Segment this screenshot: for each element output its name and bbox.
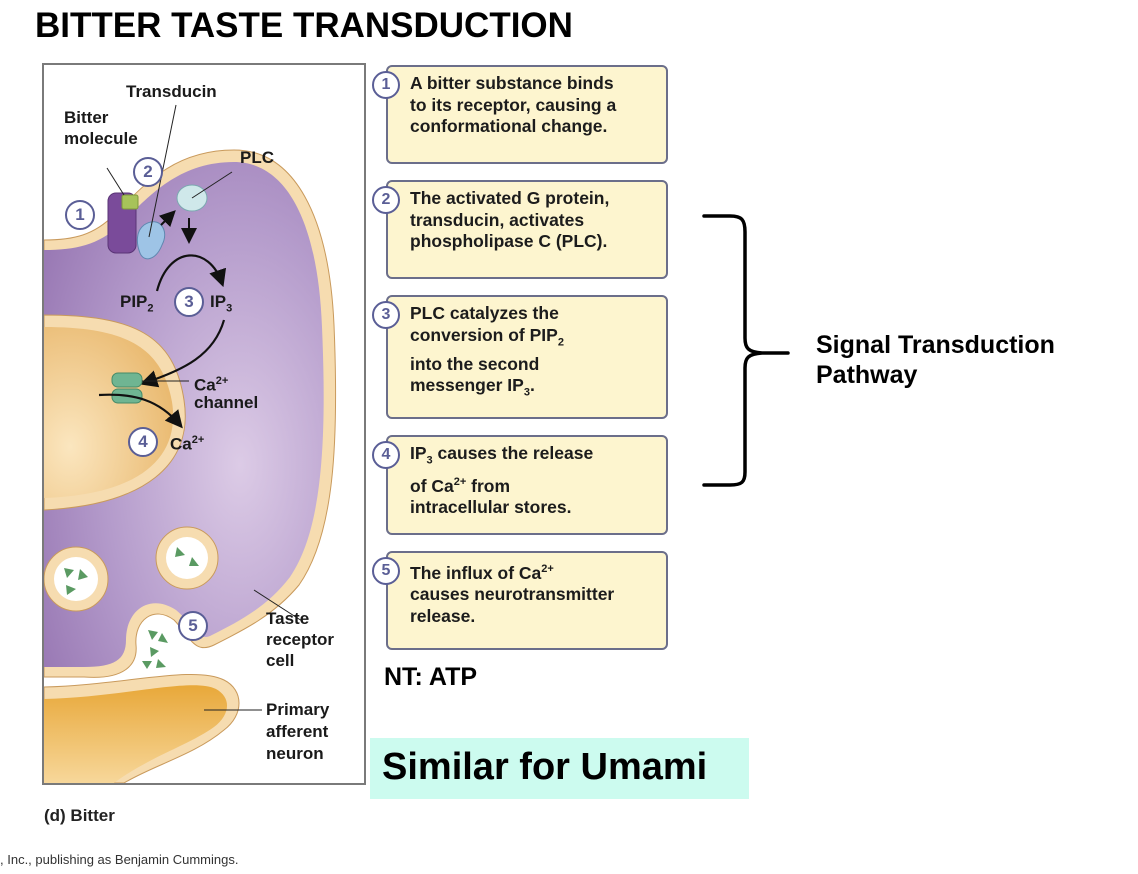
label-taste-receptor-line1: Taste	[266, 609, 310, 628]
step-3-line-4: messenger IP3.	[410, 375, 660, 404]
signal-pathway-brace	[702, 214, 790, 487]
step-text-5: The influx of Ca2+ causes neurotransmitt…	[410, 559, 660, 627]
ca-ion-text: Ca	[170, 434, 192, 454]
label-taste-receptor-line3: cell	[266, 651, 295, 670]
step-text-1: A bitter substance binds to its receptor…	[410, 73, 660, 138]
signal-transduction-line-2: Pathway	[816, 361, 918, 389]
step-1-line-1: A bitter substance binds	[410, 73, 614, 93]
step-number-4: 4	[372, 441, 400, 469]
neurotransmitter-label: NT: ATP	[384, 663, 478, 691]
diagram-step-marker-5: 5	[178, 611, 208, 641]
step-4-ip3-subscript: 3	[426, 454, 433, 467]
step-3-line-3: into the second	[410, 353, 540, 374]
pip2-subscript: 2	[147, 302, 154, 315]
signal-transduction-label: Signal Transduction Pathway	[816, 330, 1055, 390]
step-4-ca-superscript: 2+	[453, 476, 467, 488]
step-4-line-3: intracellular stores.	[410, 497, 572, 518]
step-number-5: 5	[372, 557, 400, 585]
step-4-line-2: of Ca2+ from	[410, 472, 660, 497]
step-box-2: 2 The activated G protein, transducin, a…	[372, 180, 668, 279]
vesicle-right	[155, 526, 219, 590]
step-3-line-4-text: messenger IP	[410, 375, 524, 395]
label-ip3: IP3	[210, 291, 232, 319]
step-2-line-3: phospholipase C (PLC).	[410, 231, 608, 251]
label-afferent-line1: Primary	[266, 700, 330, 719]
ip3-subscript: 3	[226, 302, 233, 315]
label-ca-ion: Ca2+	[170, 430, 204, 455]
step-number-3: 3	[372, 301, 400, 329]
step-4-ip-text: IP	[410, 443, 427, 463]
step-text-3: PLC catalyzes the conversion of PIP2 int…	[410, 303, 660, 404]
step-text-2: The activated G protein, transducin, act…	[410, 188, 660, 253]
step-1-line-3: conformational change.	[410, 116, 608, 136]
ca-ion-superscript: 2+	[191, 434, 205, 446]
bitter-transduction-diagram: Transducin Bitter molecule PLC PIP2 IP3 …	[42, 63, 366, 785]
step-3-line-2-text: conversion of PIP	[410, 324, 558, 345]
step-4-line-1-rest: causes the release	[432, 443, 594, 463]
diagram-step-marker-2: 2	[133, 157, 163, 187]
step-4-line-2-rest: from	[466, 475, 511, 496]
step-3-ip3-subscript: 3	[523, 386, 530, 399]
diagram-step-marker-3: 3	[174, 287, 204, 317]
step-4-line-1: IP3 causes the release	[410, 443, 660, 472]
ca-superscript: 2+	[215, 375, 229, 387]
neurotransmitter-molecules	[142, 630, 168, 669]
label-transducin: Transducin	[126, 82, 217, 101]
step-1-line-2: to its receptor, causing a	[410, 94, 617, 115]
step-number-2: 2	[372, 186, 400, 214]
step-4-ca-text: of Ca	[410, 475, 454, 496]
label-ca-channel-line2: channel	[194, 393, 259, 412]
step-3-line-4-end: .	[529, 375, 535, 395]
publisher-credit: , Inc., publishing as Benjamin Cummings.	[0, 852, 239, 867]
label-bitter-molecule-line1: Bitter	[64, 108, 109, 127]
step-box-5: 5 The influx of Ca2+ causes neurotransmi…	[372, 551, 668, 650]
step-5-line-1: The influx of Ca2+	[410, 559, 660, 584]
signal-transduction-line-1: Signal Transduction	[816, 331, 1055, 359]
label-afferent-line3: neuron	[266, 744, 324, 763]
cell-illustration	[44, 104, 337, 783]
step-box-4: 4 IP3 causes the release of Ca2+ from in…	[372, 435, 668, 535]
diagram-step-marker-4: 4	[128, 427, 158, 457]
step-2-line-2: transducin, activates	[410, 209, 585, 230]
vesicle-left	[44, 546, 109, 612]
slide-title: BITTER TASTE TRANSDUCTION	[35, 6, 573, 45]
step-5-line-1-text: The influx of Ca	[410, 562, 542, 583]
label-pip2: PIP2	[120, 291, 154, 319]
step-text-4: IP3 causes the release of Ca2+ from intr…	[410, 443, 660, 519]
step-3-pip2-subscript: 2	[557, 336, 564, 348]
label-afferent-line2: afferent	[266, 722, 329, 741]
step-box-1: 1 A bitter substance binds to its recept…	[372, 65, 668, 164]
bitter-molecule	[121, 194, 139, 210]
pip2-text: PIP	[120, 292, 148, 311]
label-plc: PLC	[240, 148, 274, 167]
figure-caption: (d) Bitter	[44, 806, 115, 825]
step-5-line-3: release.	[410, 605, 476, 626]
label-bitter-molecule-line2: molecule	[64, 129, 138, 148]
label-taste-receptor-line2: receptor	[266, 630, 335, 649]
exocytosis-pore	[138, 614, 174, 665]
umami-note-box: Similar for Umami	[370, 738, 749, 799]
label-ca-channel-line1: Ca2+	[194, 371, 228, 396]
afferent-neuron-body	[44, 685, 228, 783]
step-5-ca-superscript: 2+	[541, 563, 554, 575]
ca-channel-top	[111, 372, 143, 388]
step-number-1: 1	[372, 71, 400, 99]
step-3-line-1: PLC catalyzes the	[410, 303, 559, 323]
step-3-line-2: conversion of PIP2	[410, 325, 660, 354]
umami-note-text: Similar for Umami	[382, 746, 708, 788]
ca-text: Ca	[194, 375, 216, 395]
step-2-line-1: The activated G protein,	[410, 188, 610, 208]
ip3-text: IP	[210, 292, 227, 311]
step-5-line-2: causes neurotransmitter	[410, 584, 615, 605]
diagram-step-marker-1: 1	[65, 200, 95, 230]
step-box-3: 3 PLC catalyzes the conversion of PIP2 i…	[372, 295, 668, 419]
